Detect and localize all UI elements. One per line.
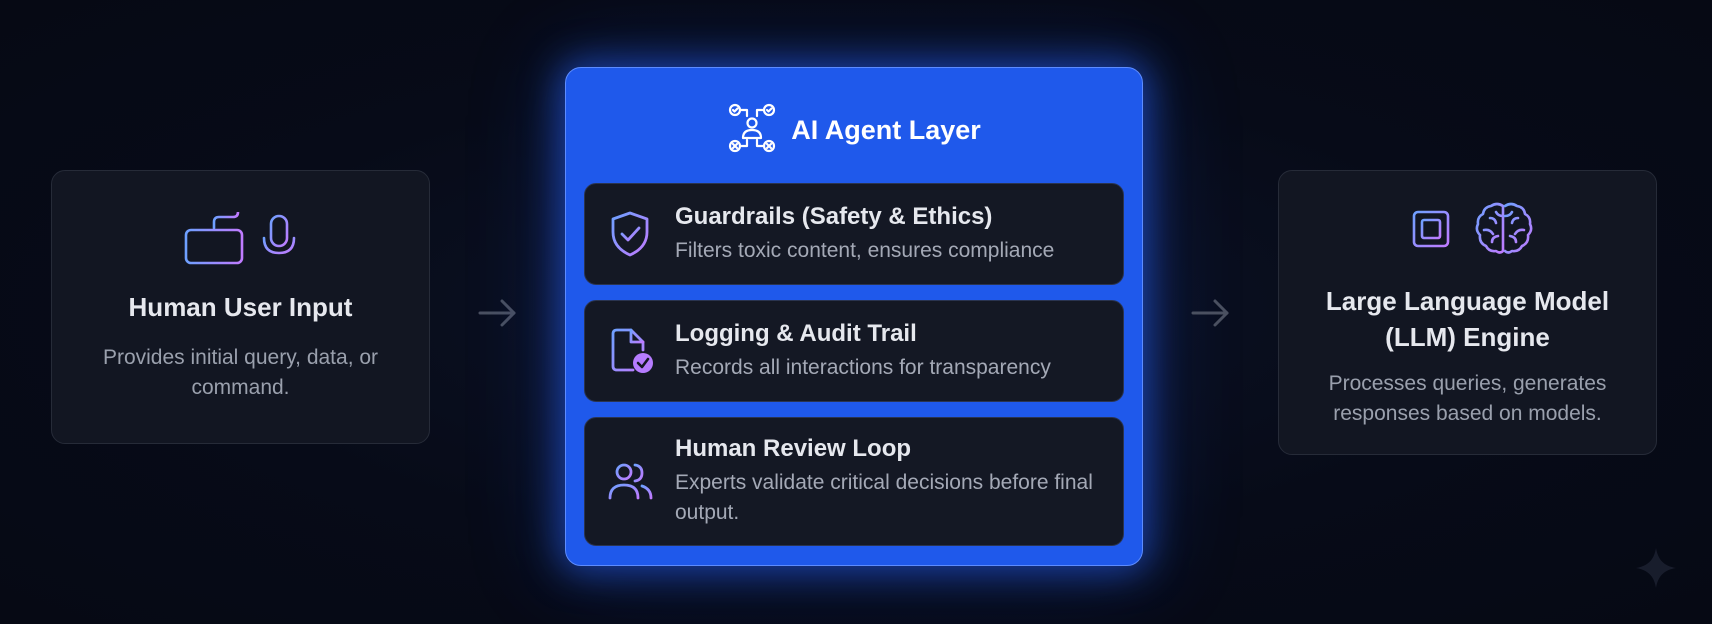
guardrails-item: Guardrails (Safety & Ethics) Filters tox… [584, 183, 1124, 285]
sparkle-watermark-icon [1636, 548, 1676, 588]
keyboard-icon [183, 210, 245, 273]
llm-card-description: Processes queries, generates responses b… [1328, 372, 1607, 425]
output-icons [1279, 201, 1656, 261]
agent-layer-title: AI Agent Layer [791, 114, 981, 145]
llm-card-title: Large Language Model (LLM) Engine [1325, 286, 1610, 352]
agent-layer-header: AI Agent Layer [566, 100, 1142, 160]
cpu-chip-icon [1402, 200, 1460, 263]
human-input-card: Human User Input Provides initial query,… [51, 170, 430, 444]
document-check-icon [607, 326, 653, 376]
ai-agent-layer-panel: AI Agent Layer Guardrails (Safety & Ethi… [565, 67, 1143, 566]
input-card-title: Human User Input [128, 292, 353, 322]
logging-audit-item: Logging & Audit Trail Records all intera… [584, 300, 1124, 402]
arrow-right-icon [478, 299, 516, 327]
agent-network-icon [727, 102, 777, 159]
human-review-item: Human Review Loop Experts validate criti… [584, 417, 1124, 546]
guardrails-title: Guardrails (Safety & Ethics) [675, 203, 993, 230]
shield-check-icon [607, 209, 653, 259]
llm-engine-card: Large Language Model (LLM) Engine Proces… [1278, 170, 1657, 455]
users-icon [607, 458, 653, 508]
human-review-title: Human Review Loop [675, 435, 912, 462]
microphone-icon [259, 212, 299, 273]
human-review-description: Experts validate critical decisions befo… [675, 471, 1093, 524]
brain-icon [1474, 200, 1534, 263]
logging-audit-description: Records all interactions for transparenc… [675, 356, 1051, 379]
guardrails-description: Filters toxic content, ensures complianc… [675, 239, 1055, 262]
arrow-right-icon [1191, 299, 1229, 327]
input-card-description: Provides initial query, data, or command… [102, 346, 379, 399]
logging-audit-title: Logging & Audit Trail [675, 320, 917, 347]
input-icons [52, 210, 429, 273]
